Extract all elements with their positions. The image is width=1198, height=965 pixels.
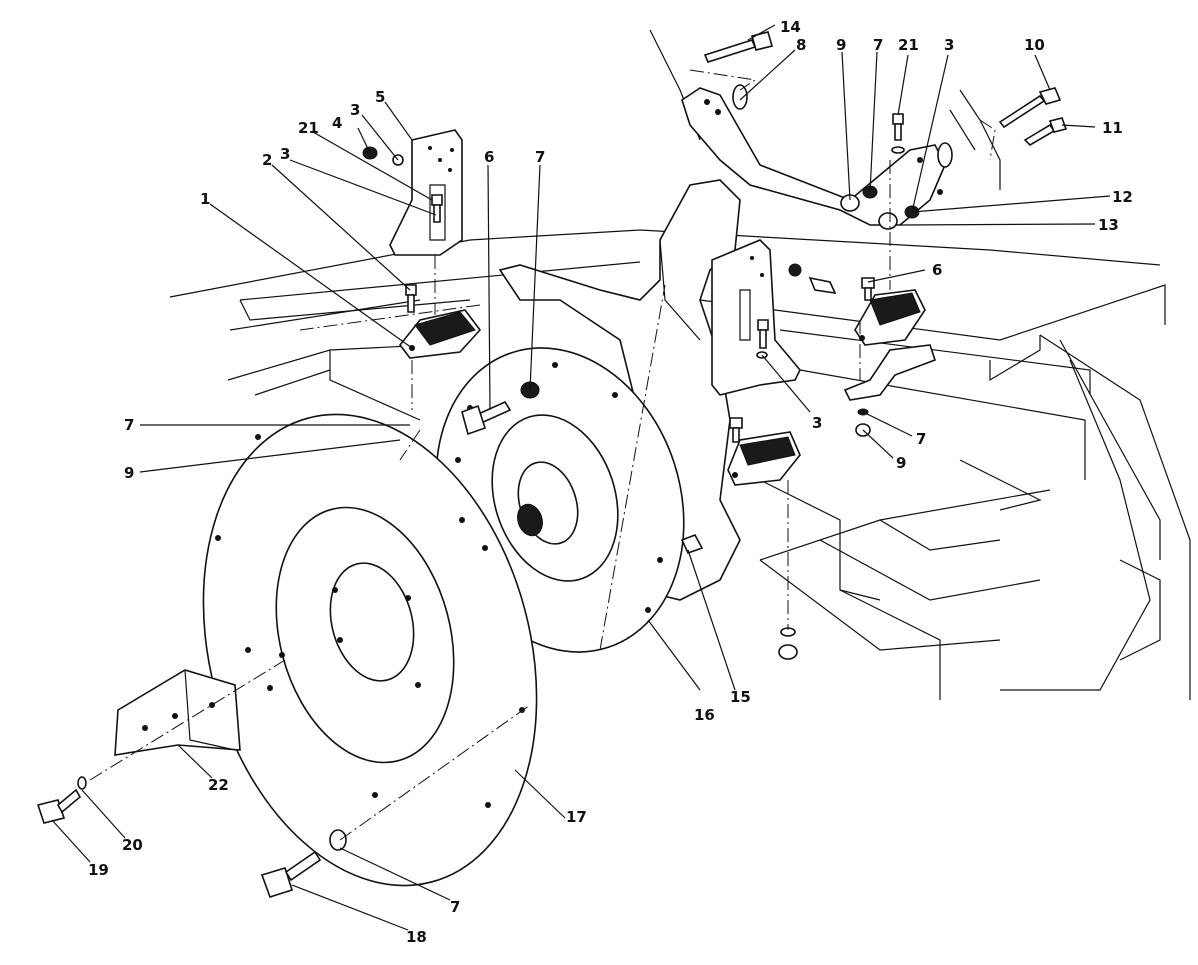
angle-bracket bbox=[114, 669, 241, 756]
callout-20: 20 bbox=[122, 836, 143, 854]
callout-5: 5 bbox=[375, 88, 385, 106]
callout-7: 7 bbox=[124, 416, 134, 434]
callout-labels: 14 8 9 7 21 3 10 11 12 13 5 3 4 21 3 2 1… bbox=[88, 18, 1133, 946]
callout-3: 3 bbox=[280, 145, 290, 163]
left-engine-mount bbox=[398, 284, 482, 359]
right-engine-bracket bbox=[711, 239, 837, 396]
callout-16: 16 bbox=[694, 706, 715, 724]
callout-6: 6 bbox=[932, 261, 942, 279]
callout-13: 13 bbox=[1098, 216, 1119, 234]
callout-9: 9 bbox=[896, 454, 906, 472]
callout-3: 3 bbox=[944, 36, 954, 54]
callout-7: 7 bbox=[535, 148, 545, 166]
alignment-lines bbox=[89, 69, 996, 841]
callout-3: 3 bbox=[812, 414, 822, 432]
callout-7: 7 bbox=[873, 36, 883, 54]
callout-8: 8 bbox=[796, 36, 806, 54]
upper-engine-bracket bbox=[681, 84, 953, 230]
callout-3: 3 bbox=[350, 101, 360, 119]
left-engine-bracket bbox=[362, 129, 463, 256]
callout-15: 15 bbox=[730, 688, 751, 706]
callout-12: 12 bbox=[1112, 188, 1133, 206]
callout-10: 10 bbox=[1024, 36, 1045, 54]
callout-1: 1 bbox=[200, 190, 210, 208]
callout-19: 19 bbox=[88, 861, 109, 879]
callout-6: 6 bbox=[484, 148, 494, 166]
callout-21: 21 bbox=[898, 36, 919, 54]
chassis-frame bbox=[169, 29, 1191, 700]
upper-bolts bbox=[703, 31, 1068, 154]
callout-7: 7 bbox=[450, 898, 460, 916]
callout-4: 4 bbox=[332, 114, 342, 132]
callout-9: 9 bbox=[124, 464, 134, 482]
callout-2: 2 bbox=[262, 151, 272, 169]
lower-engine-mount bbox=[727, 344, 937, 660]
callout-11: 11 bbox=[1102, 119, 1123, 137]
callout-22: 22 bbox=[208, 776, 229, 794]
callout-18: 18 bbox=[406, 928, 427, 946]
leader-lines bbox=[51, 24, 1111, 931]
callout-17: 17 bbox=[566, 808, 587, 826]
callout-7: 7 bbox=[916, 430, 926, 448]
lower-bolts bbox=[36, 776, 347, 898]
flywheel-plate bbox=[202, 413, 538, 887]
callout-9: 9 bbox=[836, 36, 846, 54]
callout-14: 14 bbox=[780, 18, 801, 36]
right-engine-mount-upper bbox=[854, 277, 926, 346]
callout-21: 21 bbox=[298, 119, 319, 137]
